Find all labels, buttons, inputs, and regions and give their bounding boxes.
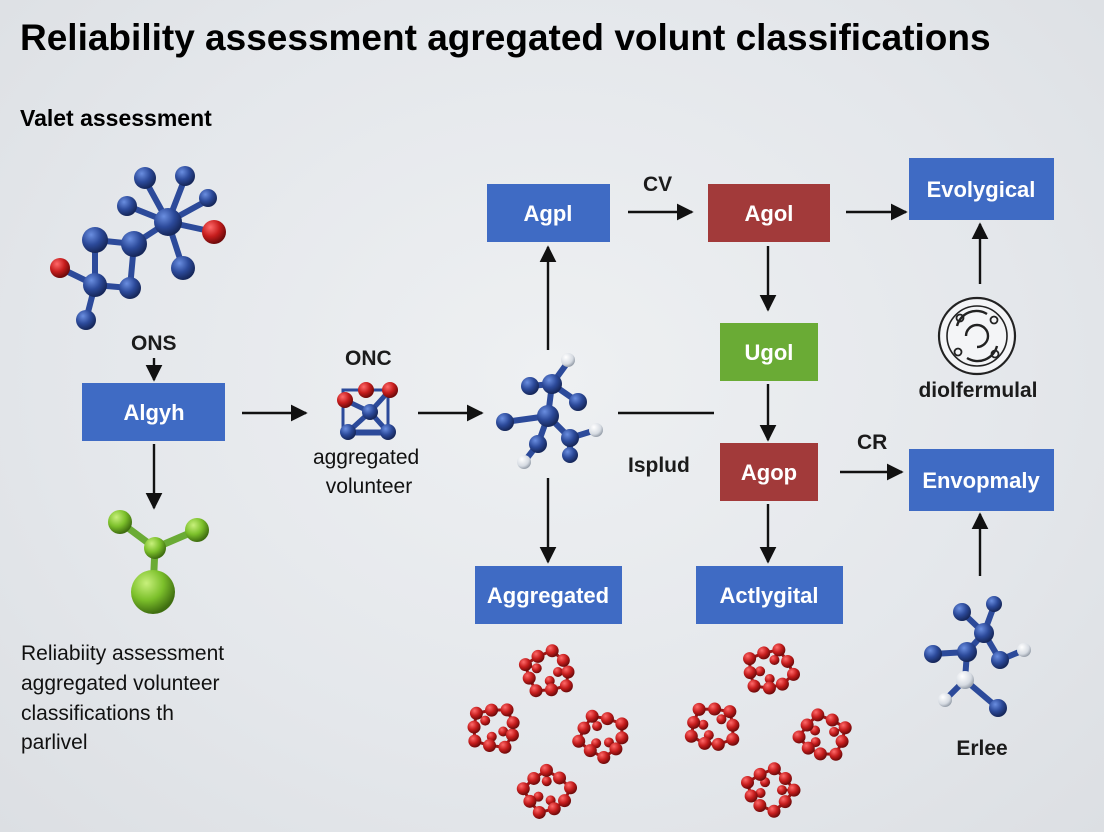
box-actlygital: Actlygital	[696, 566, 843, 624]
bottom-right-molecule-icon	[924, 596, 1031, 717]
box-aggregated: Aggregated	[475, 566, 622, 624]
label-erlee: Erlee	[956, 737, 1007, 760]
caption-line-1: Reliabiity assessment	[21, 642, 224, 665]
page-title: Reliability assessment agregated volunt …	[20, 17, 991, 58]
box-agol: Agol	[708, 184, 830, 242]
onc-molecule-icon	[337, 382, 398, 440]
box-evolygical-label: Evolygical	[927, 177, 1036, 202]
green-molecule-icon	[108, 510, 209, 614]
circular-symbol-icon	[937, 296, 1017, 376]
box-agop: Agop	[720, 443, 818, 501]
red-molecule-cluster-icon	[516, 763, 578, 819]
label-onc: ONC	[345, 347, 392, 370]
box-ugol-label: Ugol	[745, 340, 794, 365]
caption-line-3: classifications th	[21, 702, 174, 725]
caption: Reliabiity assessment aggregated volunte…	[21, 642, 230, 754]
red-molecule-cluster-icon	[684, 702, 740, 751]
red-molecule-cluster-icon	[743, 643, 801, 695]
box-algyh-label: Algyh	[123, 400, 184, 425]
box-algyh: Algyh	[82, 383, 225, 441]
subtitle: Valet assessment	[20, 105, 212, 131]
onc-caption-line-1: aggregated	[313, 446, 419, 469]
box-envopmaly-label: Envopmaly	[922, 468, 1040, 493]
label-diolfermulal: diolfermulal	[918, 379, 1037, 402]
red-molecule-cluster-icon	[572, 709, 629, 765]
red-molecule-cluster-group	[467, 643, 852, 819]
label-isplud: Isplud	[628, 454, 690, 477]
box-agpl: Agpl	[487, 184, 610, 242]
box-aggregated-label: Aggregated	[487, 583, 609, 608]
onc-caption-line-2: volunteer	[326, 475, 412, 498]
red-molecule-cluster-icon	[518, 644, 575, 698]
box-agol-label: Agol	[745, 201, 794, 226]
label-cr: CR	[857, 431, 887, 454]
box-actlygital-label: Actlygital	[719, 583, 818, 608]
caption-line-2: aggregated volunteer	[21, 672, 220, 695]
blue-red-molecule-icon	[50, 166, 226, 330]
onc-caption: aggregated volunteer	[313, 446, 425, 498]
box-ugol: Ugol	[720, 323, 818, 381]
box-evolygical: Evolygical	[909, 158, 1054, 220]
label-ons: ONS	[131, 332, 177, 355]
box-agop-label: Agop	[741, 460, 797, 485]
label-cv: CV	[643, 173, 672, 196]
box-agpl-label: Agpl	[524, 201, 573, 226]
red-molecule-cluster-icon	[792, 708, 852, 761]
center-molecule-icon	[496, 353, 603, 469]
red-molecule-cluster-icon	[467, 703, 520, 754]
red-molecule-cluster-icon	[741, 762, 801, 818]
caption-line-4: parlivel	[21, 731, 88, 754]
box-envopmaly: Envopmaly	[909, 449, 1054, 511]
